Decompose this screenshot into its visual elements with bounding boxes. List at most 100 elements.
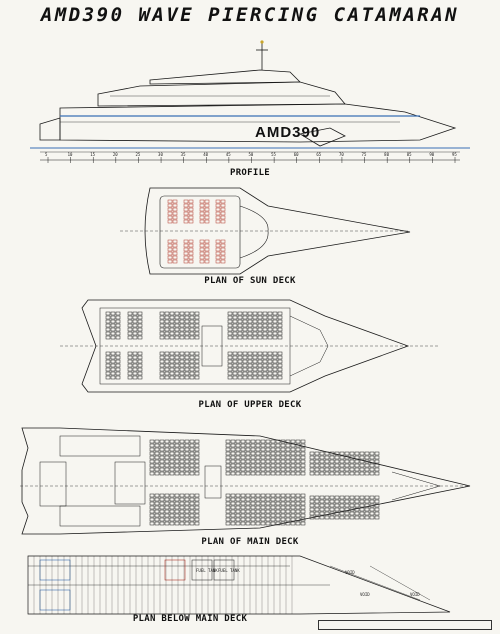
seat (225, 505, 231, 510)
seat (374, 451, 380, 456)
seat (235, 513, 241, 518)
seat (188, 215, 194, 220)
seat (374, 515, 380, 520)
seat (174, 517, 180, 522)
frame-tick-label: 35 (181, 152, 186, 157)
seat (184, 493, 190, 498)
seat (174, 467, 180, 472)
seat (275, 467, 281, 472)
seat (257, 331, 263, 336)
seat (354, 515, 360, 520)
seat (242, 363, 248, 368)
seat (184, 451, 190, 456)
seat (174, 443, 180, 448)
seat (188, 219, 194, 224)
seat (324, 463, 330, 468)
seat (184, 467, 190, 472)
seat (242, 359, 248, 364)
seat (149, 493, 155, 498)
seat (154, 455, 160, 460)
seat (369, 511, 375, 516)
seat (149, 471, 155, 476)
seat (184, 359, 190, 364)
seat (272, 319, 278, 324)
seat (184, 367, 190, 372)
seat (194, 335, 200, 340)
seat (237, 359, 243, 364)
seat (232, 371, 238, 376)
seat (280, 521, 286, 526)
seat (237, 375, 243, 380)
seat (290, 467, 296, 472)
seat (167, 255, 173, 260)
seat (159, 463, 165, 468)
stern-platform (39, 117, 61, 141)
seat (245, 501, 251, 506)
seat (267, 323, 273, 328)
seat (225, 443, 231, 448)
seat (267, 359, 273, 364)
seat (260, 513, 266, 518)
seat (344, 507, 350, 512)
seat (250, 451, 256, 456)
seat (184, 315, 190, 320)
seat (257, 315, 263, 320)
seat (230, 451, 236, 456)
seat (169, 319, 175, 324)
seat (235, 505, 241, 510)
seat (265, 459, 271, 464)
seat (359, 471, 365, 476)
seat (159, 451, 165, 456)
seat (270, 439, 276, 444)
seat (285, 505, 291, 510)
seat (265, 467, 271, 472)
seat (179, 451, 185, 456)
seat (232, 315, 238, 320)
seat (105, 327, 111, 332)
seat (230, 447, 236, 452)
void-label-3: VOID (410, 592, 420, 597)
seat (349, 495, 355, 500)
seat (179, 443, 185, 448)
seat (374, 503, 380, 508)
seat (204, 219, 210, 224)
seat (374, 455, 380, 460)
seat (270, 455, 276, 460)
seat (262, 367, 268, 372)
seat (300, 471, 306, 476)
seat (309, 503, 315, 508)
seat (227, 331, 233, 336)
seat (179, 447, 185, 452)
seat (174, 493, 180, 498)
seat (227, 335, 233, 340)
seat (174, 455, 180, 460)
seat (265, 497, 271, 502)
seat (194, 513, 200, 518)
seat (164, 463, 170, 468)
seat (154, 467, 160, 472)
frame-tick-label: 65 (316, 152, 321, 157)
seat (250, 467, 256, 472)
seat (127, 319, 133, 324)
seat (183, 211, 189, 216)
seat (290, 517, 296, 522)
seat (260, 467, 266, 472)
seat (164, 367, 170, 372)
seat (324, 467, 330, 472)
seat (132, 367, 138, 372)
seat (300, 517, 306, 522)
seat (115, 367, 121, 372)
seat (275, 493, 281, 498)
seat (179, 439, 185, 444)
mast-light (260, 40, 264, 44)
seat (230, 517, 236, 522)
seat (290, 463, 296, 468)
machinery-space (164, 559, 186, 581)
seat (324, 503, 330, 508)
seat (265, 455, 271, 460)
seat (179, 367, 185, 372)
seat (280, 501, 286, 506)
seat (329, 511, 335, 516)
seat (235, 439, 241, 444)
seat (149, 463, 155, 468)
